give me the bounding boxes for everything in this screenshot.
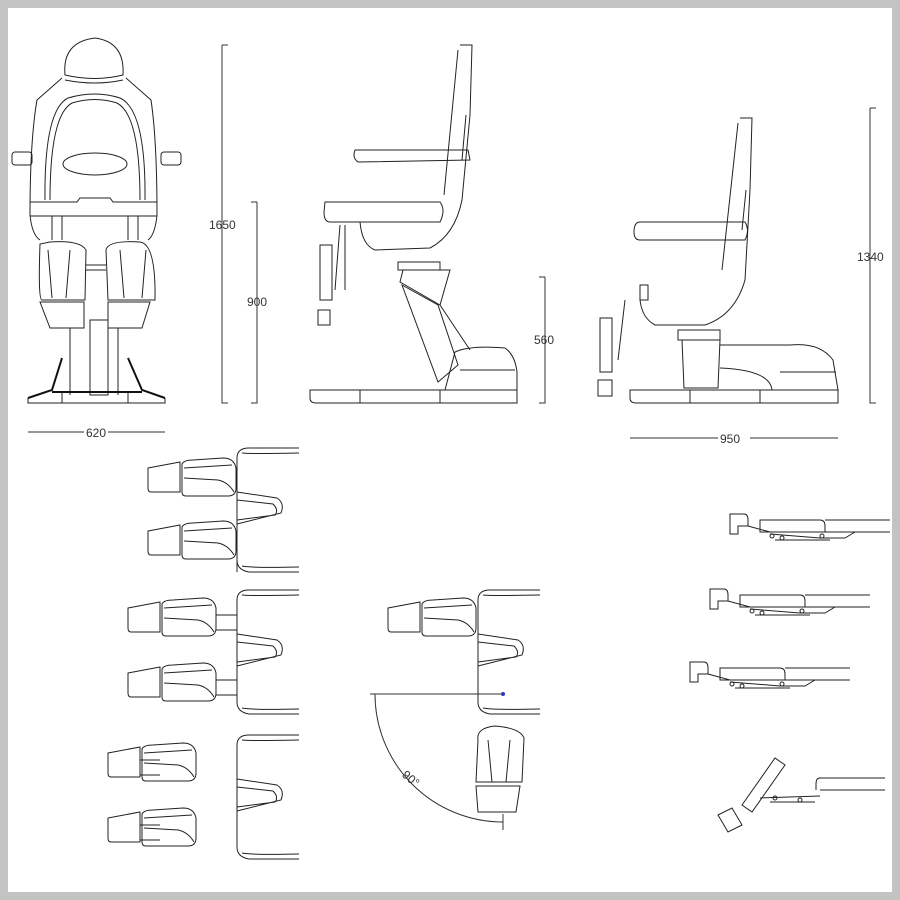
height-label: 1650 — [209, 218, 236, 232]
width-label: 620 — [86, 426, 106, 440]
length-label: 950 — [720, 432, 740, 446]
raised-height-label: 1340 — [857, 250, 884, 264]
legrest-top-view-1 — [147, 447, 300, 573]
legrest-top-view-3 — [107, 734, 300, 860]
seat-height-dimension-line — [251, 201, 258, 404]
rotation-pivot-point — [501, 692, 505, 696]
base-height-label: 560 — [534, 333, 554, 347]
legrest-profile-positions — [689, 513, 891, 833]
legrest-rotation-view: 90° — [370, 589, 541, 830]
height-dimension-line — [221, 44, 228, 404]
raised-height-dimension-line — [869, 107, 876, 404]
legrest-top-view-2 — [127, 589, 300, 715]
front-view — [11, 37, 182, 404]
rotation-angle-label: 90° — [399, 767, 422, 790]
side-view-upright — [309, 44, 518, 404]
base-height-dimension-line — [539, 276, 546, 404]
side-view-raised — [597, 117, 839, 404]
seat-height-label: 900 — [247, 295, 267, 309]
